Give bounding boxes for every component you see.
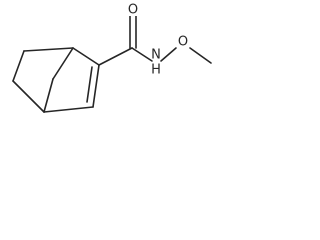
bridge-c1-c7: [52, 47, 74, 80]
bond-c5-c6-double-outer: [92, 64, 100, 108]
label-bg-o-carbonyl: [127, 3, 139, 16]
bond-n-o: [160, 47, 177, 62]
atom-o-carbonyl: O: [128, 3, 138, 18]
molecule-drawing: O N H O: [12, 3, 212, 113]
norbornene-ring: [12, 47, 100, 113]
atom-o-methoxy: O: [178, 35, 188, 50]
bridge-c7-c4: [43, 78, 54, 113]
atom-n: N: [151, 48, 161, 63]
bond-c1-c2: [23, 47, 74, 52]
bond-carbonyl-n: [131, 47, 153, 62]
bond-c5-c6-double-inner: [86, 66, 93, 103]
atom-h-on-n: H: [151, 63, 161, 78]
bond-c6-c1: [72, 47, 100, 66]
structure-canvas: O N H O: [0, 0, 216, 133]
bond-c6-carbonyl: [98, 47, 133, 66]
bond-o-methyl: [189, 47, 212, 64]
bond-c3-c4: [12, 80, 45, 113]
bond-c2-c3: [12, 50, 25, 82]
bond-c4-c5: [43, 106, 94, 113]
amide-group: [98, 15, 212, 66]
